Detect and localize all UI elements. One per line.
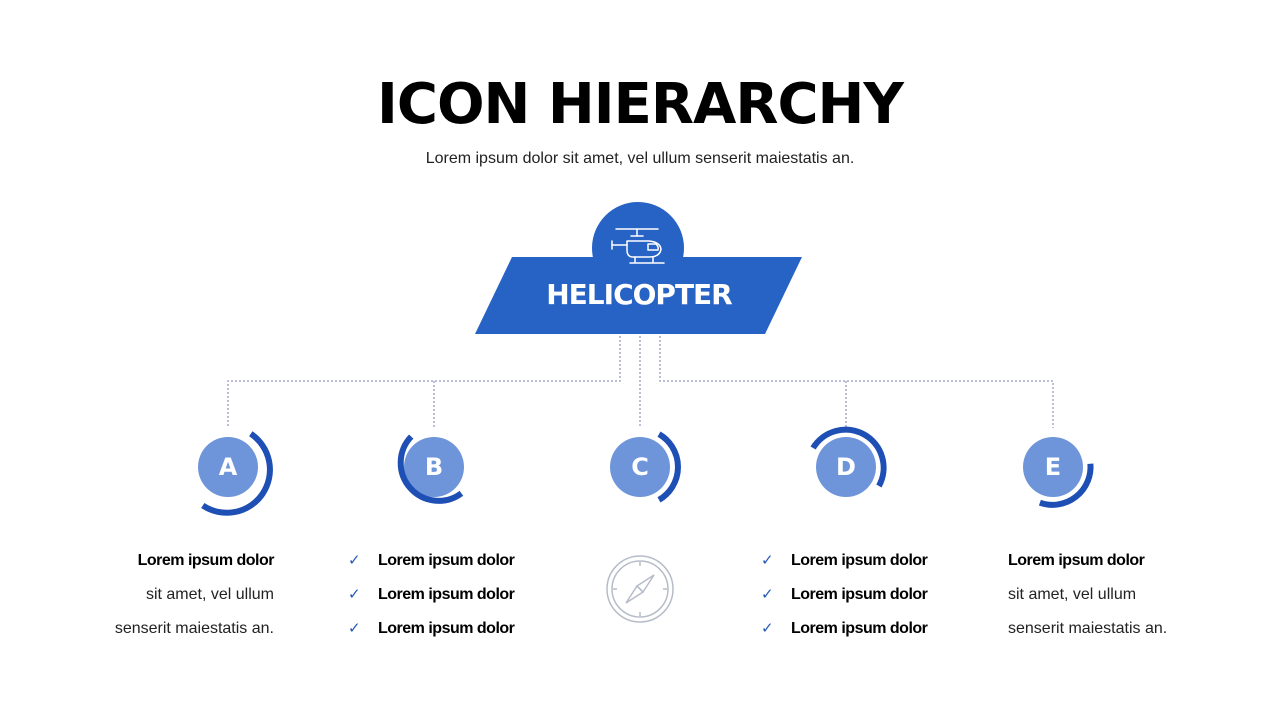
- list-item: ✓ Lorem ipsum dolor: [348, 544, 548, 578]
- list-item-label: Lorem ipsum dolor: [378, 620, 515, 637]
- column-e-line-2: senserit maiestatis an.: [1008, 620, 1168, 637]
- node-e-ring-arc: [1038, 463, 1094, 508]
- connector-lines: [227, 336, 1054, 428]
- checkmark-icon: ✓: [348, 586, 361, 603]
- node-c-ring-arc: [657, 431, 681, 503]
- checkmark-icon: ✓: [761, 620, 774, 637]
- node-c-circle: [610, 437, 670, 497]
- node-b-label: B: [424, 453, 444, 481]
- list-item-label: Lorem ipsum dolor: [378, 552, 515, 569]
- page-title: ICON HIERARCHY: [377, 72, 904, 137]
- checkmark-icon: ✓: [348, 620, 361, 637]
- node-c-label: C: [631, 453, 649, 481]
- node-a-ring-arc: [201, 431, 273, 516]
- checkmark-icon: ✓: [761, 552, 774, 569]
- node-e-circle: [1023, 437, 1083, 497]
- column-e-line-1: sit amet, vel ullum: [1008, 586, 1137, 603]
- root-banner-label: HELICOPTER: [546, 278, 732, 311]
- node-e-label: E: [1044, 453, 1062, 481]
- list-item: ✓ Lorem ipsum dolor: [761, 578, 961, 612]
- column-a-line-1: sit amet, vel ullum: [145, 586, 274, 603]
- node-b-ring-arc: [397, 434, 464, 504]
- column-e: Lorem ipsum dolor sit amet, vel ullum se…: [1008, 544, 1228, 646]
- node-d-label: D: [836, 453, 856, 481]
- helicopter-icon: [611, 228, 665, 264]
- page-subtitle: Lorem ipsum dolor sit amet, vel ullum se…: [425, 150, 855, 167]
- node-d-circle: [816, 437, 876, 497]
- list-item: ✓ Lorem ipsum dolor: [348, 578, 548, 612]
- node-d-ring-arc: [810, 426, 887, 488]
- column-a-line-2: senserit maiestatis an.: [114, 620, 274, 637]
- column-d: ✓ Lorem ipsum dolor ✓ Lorem ipsum dolor …: [761, 544, 961, 646]
- checkmark-icon: ✓: [761, 586, 774, 603]
- column-a-heading: Lorem ipsum dolor: [137, 552, 275, 569]
- checkmark-icon: ✓: [348, 552, 361, 569]
- list-item: ✓ Lorem ipsum dolor: [761, 544, 961, 578]
- node-a-circle: [198, 437, 258, 497]
- connector-de: [659, 336, 1054, 428]
- list-item: ✓ Lorem ipsum dolor: [761, 612, 961, 646]
- list-item-label: Lorem ipsum dolor: [378, 586, 515, 603]
- column-b: ✓ Lorem ipsum dolor ✓ Lorem ipsum dolor …: [348, 544, 548, 646]
- column-a: Lorem ipsum dolor sit amet, vel ullum se…: [74, 544, 275, 646]
- node-b-circle: [404, 437, 464, 497]
- node-a-label: A: [218, 453, 238, 481]
- list-item-label: Lorem ipsum dolor: [791, 586, 928, 603]
- connector-a: [227, 336, 621, 428]
- list-item: ✓ Lorem ipsum dolor: [348, 612, 548, 646]
- list-item-label: Lorem ipsum dolor: [791, 552, 928, 569]
- column-e-heading: Lorem ipsum dolor: [1008, 552, 1145, 569]
- root-banner: [475, 257, 802, 334]
- compass-icon: [606, 555, 674, 623]
- list-item-label: Lorem ipsum dolor: [791, 620, 928, 637]
